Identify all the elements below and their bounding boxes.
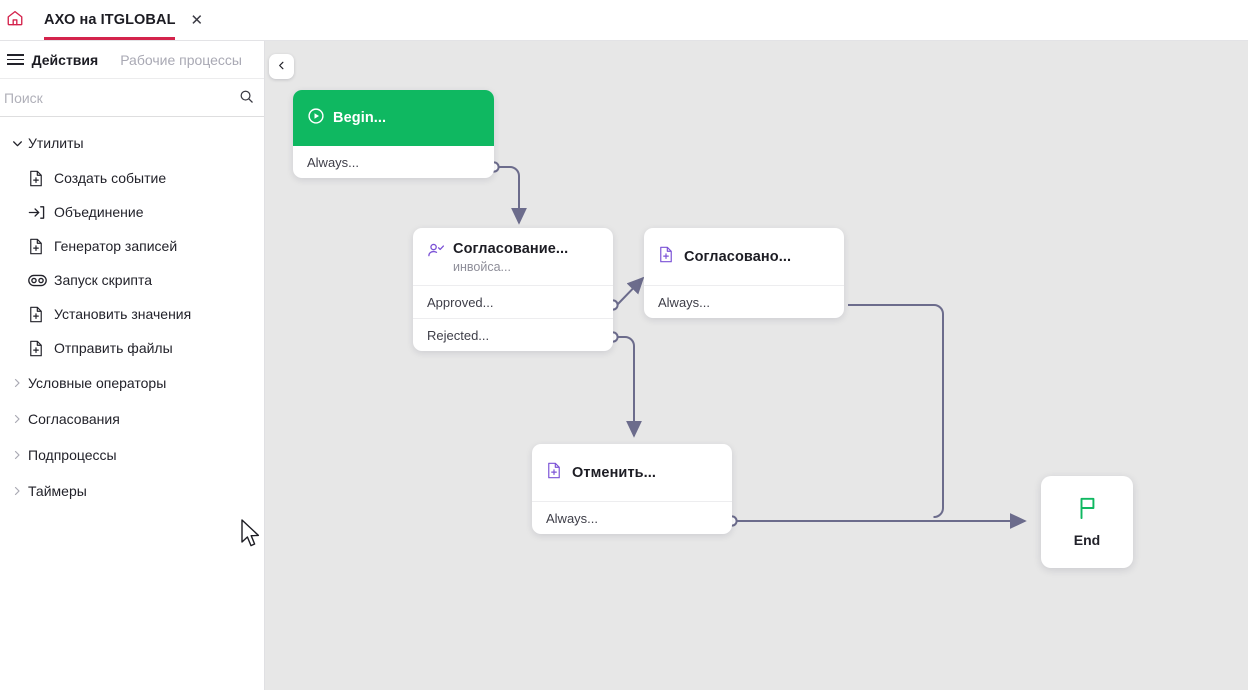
node-title: Согласовано... bbox=[684, 248, 792, 265]
workflow-canvas[interactable]: Begin... Always... Согласование... инвой… bbox=[265, 41, 1248, 690]
document-plus-icon bbox=[658, 246, 684, 268]
action-tree: Утилиты Создать событие Объединение Гене… bbox=[0, 117, 264, 509]
node-title: Согласование... bbox=[453, 241, 569, 257]
node-end[interactable]: End bbox=[1041, 476, 1133, 568]
sidebar-item-label: Создать событие bbox=[54, 170, 167, 186]
document-plus-icon bbox=[546, 462, 572, 484]
search-input[interactable] bbox=[0, 82, 219, 113]
node-header: Согласование... инвойса... bbox=[413, 228, 613, 285]
sidebar-item-set-values[interactable]: Установить значения bbox=[0, 297, 264, 331]
home-icon bbox=[6, 9, 24, 32]
flag-icon bbox=[1076, 496, 1098, 525]
node-port-always[interactable]: Always... bbox=[532, 501, 732, 534]
sidebar-group-timers[interactable]: Таймеры bbox=[0, 473, 264, 509]
node-cancel[interactable]: Отменить... Always... bbox=[532, 444, 732, 534]
close-icon[interactable]: ✕ bbox=[190, 11, 204, 29]
collapse-sidebar-button[interactable] bbox=[269, 54, 294, 79]
play-circle-icon bbox=[307, 107, 333, 130]
node-header: Begin... bbox=[293, 90, 494, 146]
tab-title: АХО на ITGLOBAL bbox=[44, 12, 176, 28]
home-button[interactable] bbox=[0, 0, 30, 40]
chevron-right-icon bbox=[6, 377, 28, 389]
node-approval[interactable]: Согласование... инвойса... Approved... R… bbox=[413, 228, 613, 351]
sidebar-group-subprocesses[interactable]: Подпроцессы bbox=[0, 437, 264, 473]
node-port-approved[interactable]: Approved... bbox=[413, 285, 613, 318]
node-label: End bbox=[1073, 532, 1101, 548]
sidebar-item-label: Объединение bbox=[54, 204, 144, 220]
tab-bar: АХО на ITGLOBAL ✕ bbox=[0, 0, 1248, 41]
user-check-icon bbox=[427, 242, 453, 265]
chevron-right-icon bbox=[6, 485, 28, 497]
hamburger-menu-icon[interactable] bbox=[0, 54, 32, 65]
search-icon[interactable] bbox=[239, 89, 254, 109]
document-plus-icon bbox=[28, 238, 54, 255]
tab-actions[interactable]: Действия bbox=[31, 51, 99, 68]
node-port-always[interactable]: Always... bbox=[644, 285, 844, 318]
node-port-always[interactable]: Always... bbox=[293, 146, 494, 178]
sidebar-item-run-script[interactable]: Запуск скрипта bbox=[0, 263, 264, 297]
node-header: Согласовано... bbox=[644, 228, 844, 285]
node-subtitle: инвойса... bbox=[453, 260, 511, 274]
chevron-down-icon bbox=[6, 137, 28, 150]
port-label: Always... bbox=[307, 154, 360, 170]
sidebar-item-label: Отправить файлы bbox=[54, 340, 173, 356]
sidebar-item-send-files[interactable]: Отправить файлы bbox=[0, 331, 264, 365]
sidebar-group-utilities[interactable]: Утилиты bbox=[0, 125, 264, 161]
document-plus-icon bbox=[28, 170, 54, 187]
port-label: Always... bbox=[546, 510, 599, 526]
sidebar-item-label: Установить значения bbox=[54, 306, 192, 322]
browser-tab[interactable]: АХО на ITGLOBAL ✕ bbox=[30, 0, 215, 40]
sidebar-group-label: Подпроцессы bbox=[28, 447, 117, 463]
tab-active-indicator bbox=[44, 37, 175, 40]
sidebar-item-label: Генератор записей bbox=[54, 238, 178, 254]
tab-workflows[interactable]: Рабочие процессы bbox=[120, 51, 242, 68]
port-label: Approved... bbox=[427, 294, 494, 310]
sidebar-item-create-event[interactable]: Создать событие bbox=[0, 161, 264, 195]
node-approved[interactable]: Согласовано... Always... bbox=[644, 228, 844, 318]
sidebar-item-record-generator[interactable]: Генератор записей bbox=[0, 229, 264, 263]
sidebar-item-merge[interactable]: Объединение bbox=[0, 195, 264, 229]
arrow-into-bracket-icon bbox=[28, 204, 54, 221]
port-label: Rejected... bbox=[427, 327, 490, 343]
sidebar-item-label: Запуск скрипта bbox=[54, 272, 153, 288]
sidebar-group-label: Утилиты bbox=[28, 135, 84, 151]
tape-reel-icon bbox=[28, 274, 54, 287]
document-plus-icon bbox=[28, 306, 54, 323]
port-label: Always... bbox=[658, 294, 711, 310]
sidebar-group-approvals[interactable]: Согласования bbox=[0, 401, 264, 437]
node-title: Begin... bbox=[333, 110, 387, 126]
document-plus-icon bbox=[28, 340, 54, 357]
search-bar bbox=[0, 79, 264, 117]
sidebar-group-label: Согласования bbox=[28, 411, 120, 427]
sidebar-group-conditional-operators[interactable]: Условные операторы bbox=[0, 365, 264, 401]
node-header: Отменить... bbox=[532, 444, 732, 501]
sidebar-group-label: Таймеры bbox=[28, 483, 87, 499]
chevron-right-icon bbox=[6, 413, 28, 425]
sidebar-group-label: Условные операторы bbox=[28, 375, 167, 391]
left-sidebar: Действия Рабочие процессы Утилиты Создат… bbox=[0, 41, 265, 690]
workflow-edges bbox=[488, 161, 1027, 529]
node-title: Отменить... bbox=[572, 464, 657, 481]
chevron-right-icon bbox=[6, 449, 28, 461]
sidebar-menu-bar: Действия Рабочие процессы bbox=[0, 41, 264, 79]
chevron-left-icon bbox=[276, 58, 287, 76]
node-port-rejected[interactable]: Rejected... bbox=[413, 318, 613, 351]
node-begin[interactable]: Begin... Always... bbox=[293, 90, 494, 178]
